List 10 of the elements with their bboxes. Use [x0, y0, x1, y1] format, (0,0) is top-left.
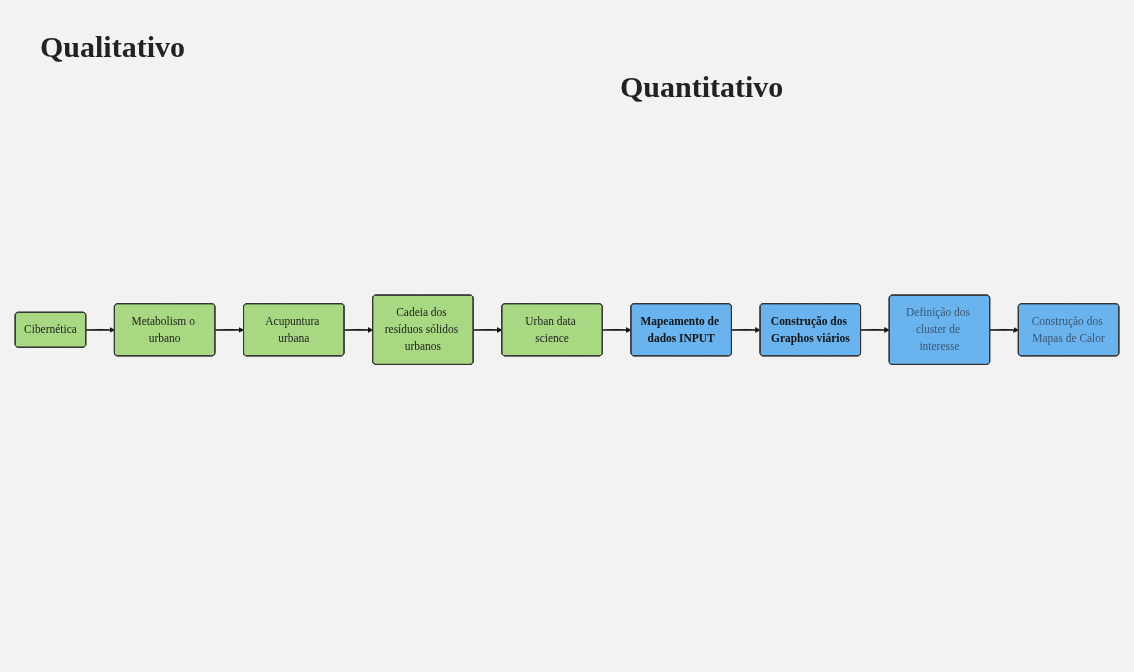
arrow — [730, 327, 761, 333]
arrow — [860, 327, 890, 333]
arrow — [85, 327, 115, 333]
section-heading: Qualitativo — [40, 30, 185, 64]
arrow — [343, 327, 374, 333]
arrow — [472, 327, 503, 333]
arrow — [989, 327, 1019, 333]
section-heading: Quantitativo — [620, 70, 784, 104]
arrow — [601, 327, 632, 333]
arrow — [214, 327, 245, 333]
